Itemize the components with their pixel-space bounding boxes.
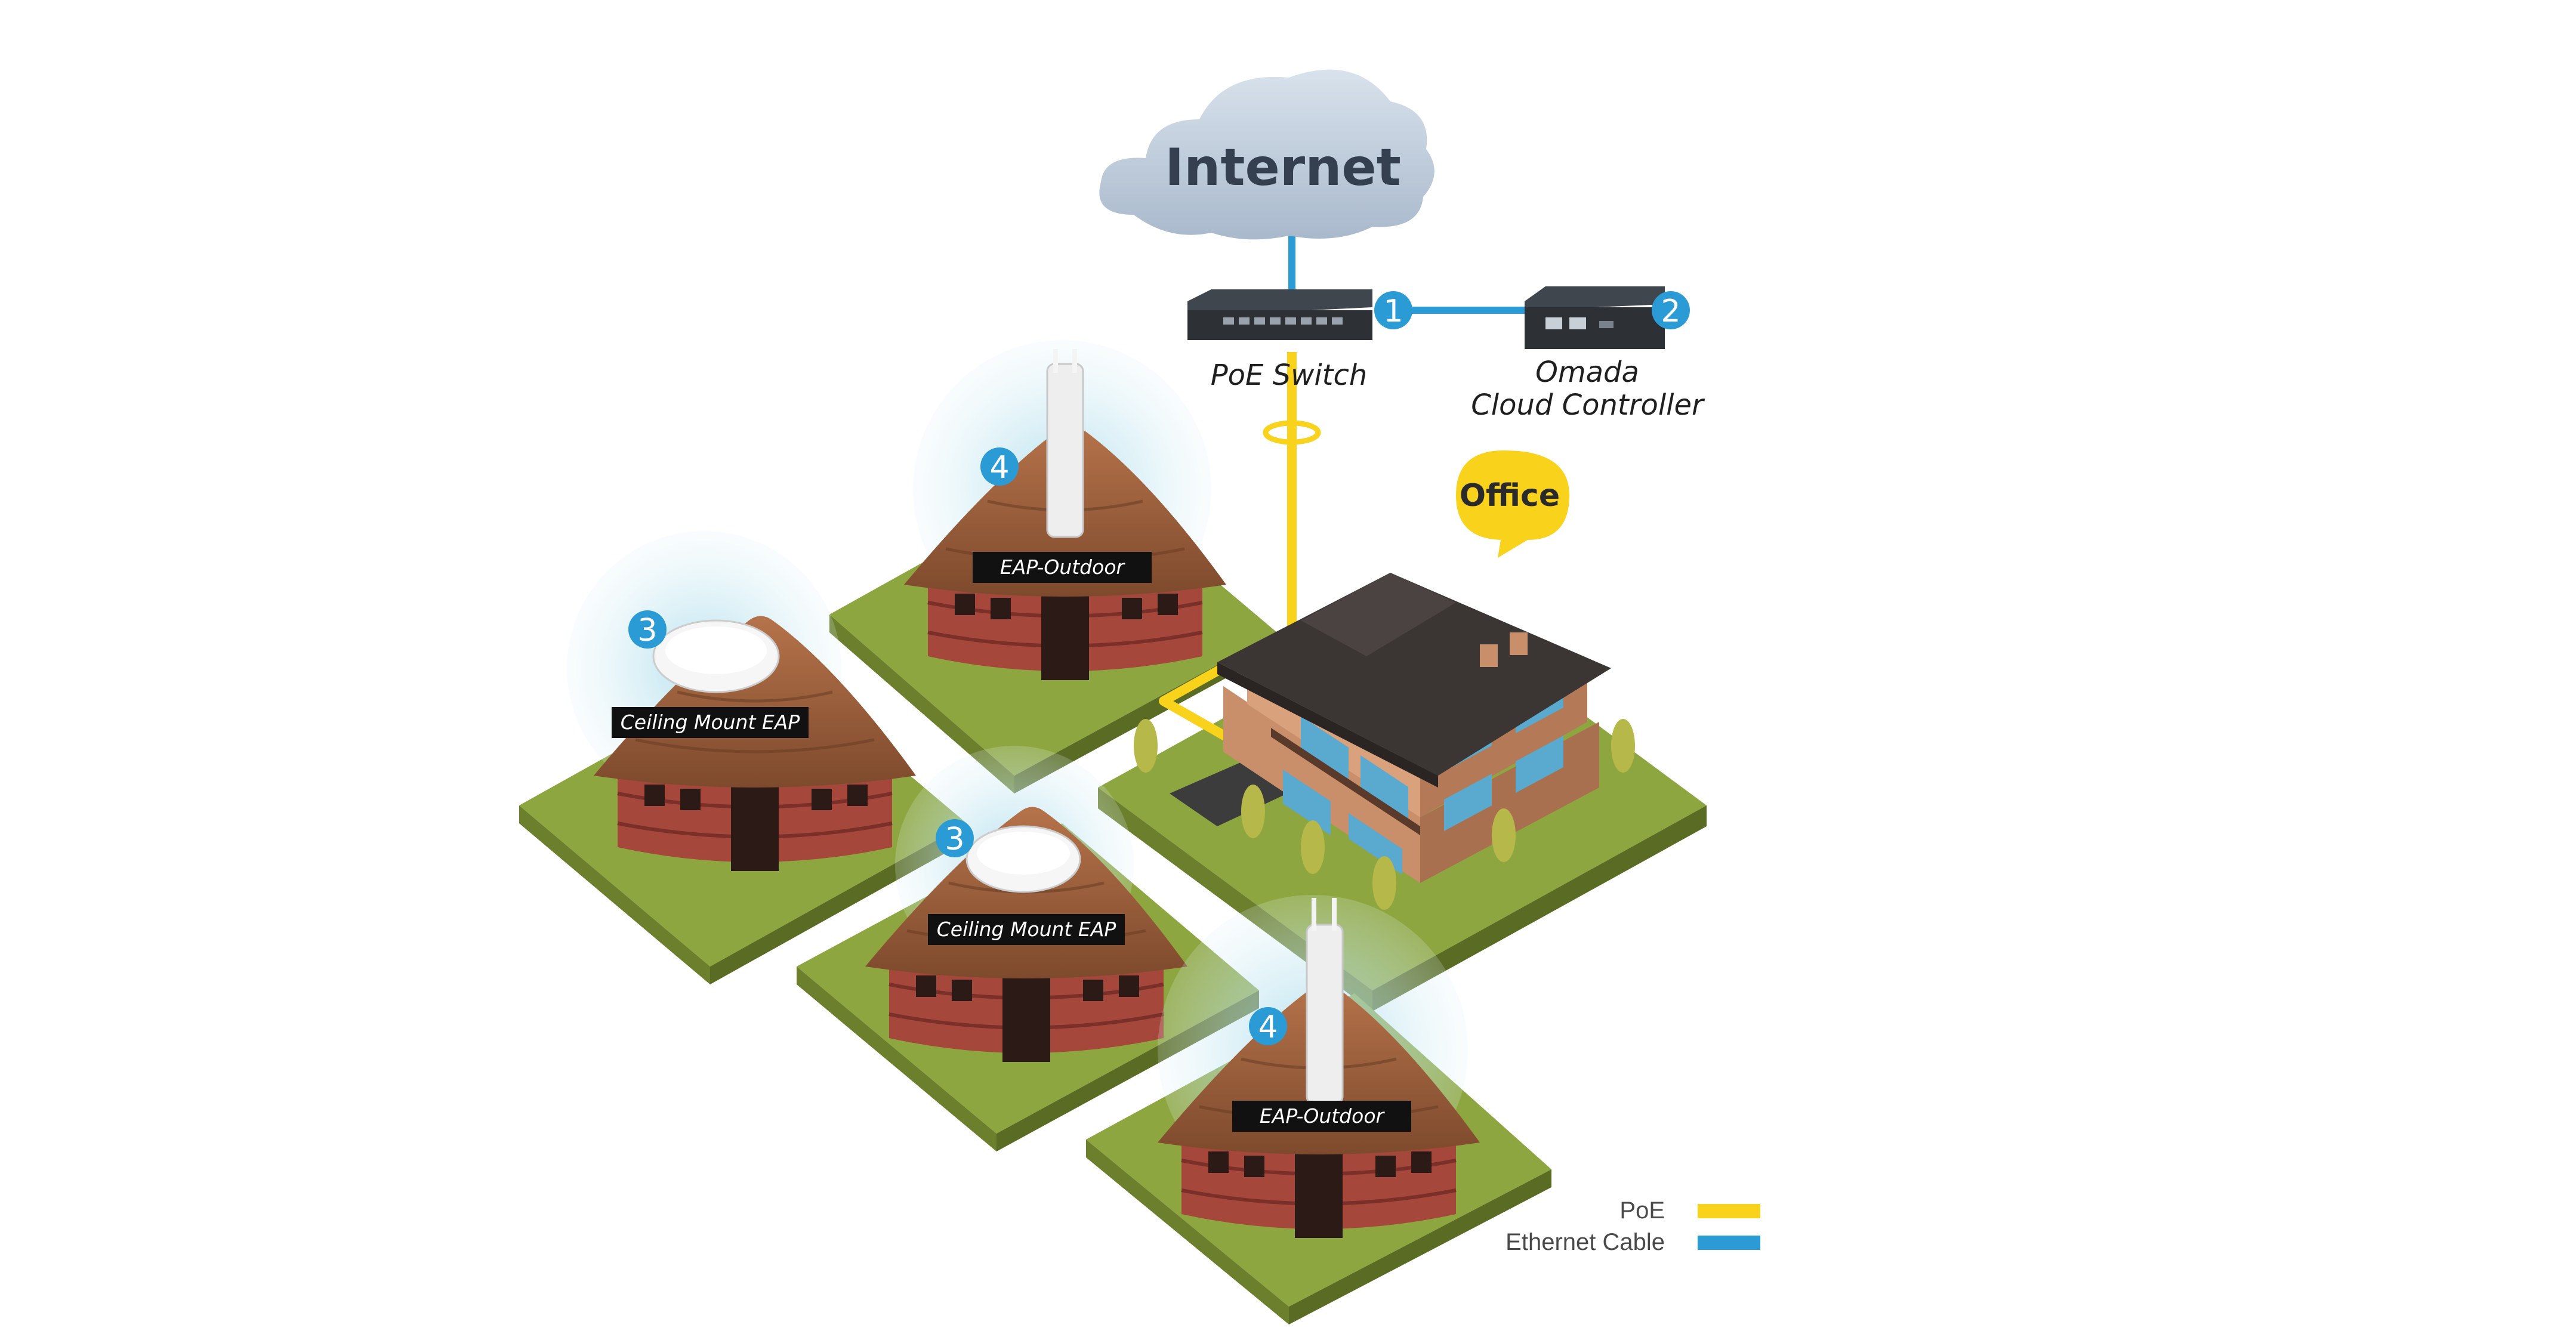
- office-label: Office: [1460, 478, 1560, 514]
- poe-switch-device: 1 PoE Switch: [1187, 289, 1412, 392]
- ap-3-label: Ceiling Mount EAP: [937, 918, 1116, 941]
- cloud-controller-device: 2 Omada Cloud Controller: [1471, 286, 1705, 422]
- ap-4-label: EAP-Outdoor: [1260, 1104, 1386, 1128]
- controller-label-line2: Cloud Controller: [1471, 388, 1705, 422]
- internet-label: Internet: [1165, 138, 1401, 197]
- hut-ceiling-mount-middle: 3 Ceiling Mount EAP: [865, 746, 1187, 1062]
- switch-number-badge: [1374, 291, 1412, 329]
- ap-1-number: 4: [989, 450, 1009, 486]
- legend-ethernet-label: Ethernet Cable: [1506, 1229, 1665, 1255]
- ap-2-number: 3: [637, 613, 657, 649]
- office-building: Office: [1134, 450, 1635, 910]
- ap-3-number: 3: [945, 822, 964, 857]
- ap-2-label: Ceiling Mount EAP: [621, 711, 800, 734]
- ap-1-label: EAP-Outdoor: [1000, 555, 1126, 579]
- legend-ethernet-swatch: [1698, 1236, 1760, 1250]
- hut-eap-outdoor-top: 4 EAP-Outdoor: [904, 340, 1226, 680]
- legend-poe-label: PoE: [1619, 1197, 1665, 1224]
- legend: PoE Ethernet Cable: [1506, 1197, 1760, 1255]
- internet-cloud: Internet: [1099, 69, 1434, 240]
- controller-label-line1: Omada: [1535, 356, 1639, 389]
- hut-ceiling-mount-left: 3 Ceiling Mount EAP: [567, 531, 916, 871]
- ap-4-number: 4: [1258, 1009, 1278, 1045]
- poe-switch-label: PoE Switch: [1211, 359, 1368, 392]
- switch-number: 1: [1383, 294, 1403, 329]
- hut-eap-outdoor-bottom: 4 EAP-Outdoor: [1158, 895, 1480, 1238]
- legend-poe-swatch: [1698, 1204, 1760, 1218]
- controller-number-badge: [1652, 291, 1690, 329]
- office-bubble: [1456, 450, 1569, 558]
- controller-number: 2: [1661, 294, 1680, 329]
